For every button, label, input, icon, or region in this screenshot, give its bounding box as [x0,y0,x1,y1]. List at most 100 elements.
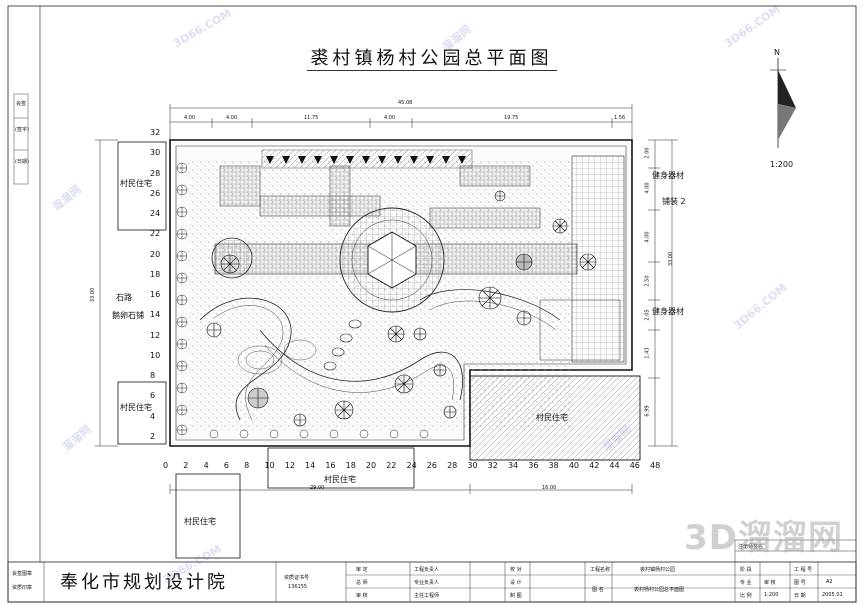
page-title: 裘村镇杨村公园总平面图 [0,44,863,71]
x-grid-label: 34 [507,461,519,470]
x-grid-label: 12 [284,461,295,470]
dim-right-seg: 6.99 [644,405,651,417]
design-institute-name: 奉化市规划设计院 [60,572,228,593]
y-grid-label: 26 [150,188,161,198]
tb-project-label: 工程名称 [590,567,611,573]
y-grid-label: 30 [150,148,161,158]
tb-stage: 阶 段 [740,567,752,573]
y-grid-label: 10 [150,350,161,360]
strip-text: 会签 [16,101,27,107]
x-grid-label: 40 [568,461,580,470]
dim-right-seg: 2.05 [644,309,651,321]
tb-note: 会签图章 [12,571,33,577]
dim-right-total: 33.00 [668,251,675,267]
tb-spec-label: 专 业 [740,580,752,586]
x-grid-label: 42 [589,461,600,470]
y-grid-label: 32 [150,128,161,137]
tb-role: 制 图 [510,593,522,599]
tb-sheet-label: 图 号 [794,580,806,586]
tb-role: 审 核 [356,593,368,599]
label-fitness-2: 健身器材 [652,307,684,316]
dim-bottom-right: 16.00 [542,485,557,491]
winding-path [199,297,292,421]
tb-no-label: 工 程 号 [794,567,813,573]
tb-cert-label: 资质证书号 [284,575,310,581]
brand-logo: 3D溜溜网 [684,518,843,558]
label-house-bottom-center: 村民住宅 [324,475,356,484]
tb-role: 总 师 [356,580,368,586]
dim-seg: 1.56 [614,115,626,121]
x-grid-label: 22 [386,461,397,470]
house-bottom [175,473,241,559]
x-grid-label: 46 [629,461,640,470]
y-grid-label: 20 [150,249,161,259]
x-grid-label: 10 [264,461,275,470]
y-grid-label: 16 [150,290,161,300]
x-grid-label: 20 [365,461,377,470]
tb-note: 资质印章 [12,585,33,591]
x-grid-label: 8 [244,461,250,470]
tb-top-right: 注册师签名 [738,544,764,550]
x-grid-label: 6 [223,461,229,470]
dim-seg: 4.00 [384,115,396,121]
x-grid-label: 24 [406,461,417,470]
tb-spec-value: 审 核 [764,580,776,586]
y-grid-label: 8 [150,371,156,381]
house-mid-left [117,381,167,445]
dim-seg: 4.00 [226,115,238,121]
tb-role: 工程负责人 [414,567,440,573]
paving-area-right [571,155,625,363]
central-pavilion [339,207,445,313]
x-grid-label: 32 [487,461,498,470]
title-block [7,561,857,603]
x-grid-label: 2 [183,461,189,470]
x-grid-label: 4 [203,461,209,470]
dim-bottom-left: 29.00 [310,485,325,491]
right-dimension-lines [648,139,678,447]
dim-seg: 4.00 [184,115,196,121]
tb-scale-value: 1:200 [764,592,779,598]
x-grid-label: 14 [305,461,316,470]
house-bottom-center [267,447,415,489]
top-dimension-lines [169,104,633,140]
house-top-left [117,141,167,231]
y-grid-label: 28 [150,168,161,178]
label-pebble-path: 鹅卵石铺 [112,311,144,320]
tb-scale-label: 比 例 [740,593,752,599]
x-grid-label: 38 [548,461,559,470]
left-signature-strip [13,93,29,185]
label-stone-path: 石路 [116,293,132,302]
north-label: N [774,48,780,57]
tb-role: 专业负责人 [414,580,440,586]
x-grid-label: 26 [426,461,437,470]
strip-text: (签字) [15,127,29,133]
dim-total-top: 45.08 [398,100,413,106]
dim-seg: 11.75 [304,115,319,121]
tb-cert-no: 136155 [288,584,308,590]
y-grid-label: 24 [150,209,161,219]
label-house-mid-left: 村民住宅 [120,403,152,412]
y-grid-label: 18 [150,269,161,279]
y-grid-label: 2 [150,432,156,441]
x-grid-label: 28 [447,461,458,470]
y-grid-label: 6 [150,391,156,401]
bottom-dimension-lines [169,484,633,494]
y-grid-label: 14 [150,310,161,320]
tb-drawing-name: 裘村杨村公园总平面图 [634,587,685,593]
left-dimension-lines [95,139,118,447]
north-arrow-icon [770,58,796,148]
stepping-stones [323,319,362,371]
label-paving-2: 铺装 2 [662,197,686,206]
dim-left-total: 33.00 [90,287,97,303]
house-bottom-right [469,375,641,461]
trees [206,190,597,427]
tb-sheet-value: A2 [826,579,833,585]
tb-date-label: 日 期 [794,593,806,599]
x-grid-label: 30 [467,461,478,470]
dim-right-seg: 4.00 [644,231,651,243]
tb-drawing-label: 图 名 [592,587,604,593]
top-shrub-row [266,156,466,164]
label-house-top-left: 村民住宅 [120,179,152,188]
scale-label: 1:200 [770,160,794,169]
